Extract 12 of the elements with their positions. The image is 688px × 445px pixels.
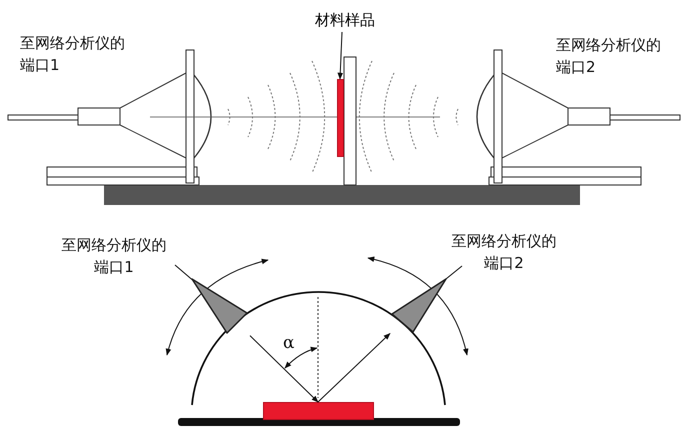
leader-line (337, 32, 344, 80)
port-label: 至网络分析仪的端口1 (60, 235, 168, 278)
horn-antenna (190, 276, 250, 336)
material-sample (337, 79, 344, 157)
material-sample (263, 402, 374, 420)
port-label: 至网络分析仪的端口2 (450, 231, 558, 274)
port-label: 至网络分析仪的端口1 (20, 33, 126, 76)
angle-symbol: α (283, 332, 294, 354)
arrow (250, 335, 318, 402)
port-label: 至网络分析仪的端口2 (556, 35, 662, 78)
arrow (318, 332, 390, 402)
sample-label: 材料样品 (310, 8, 380, 32)
